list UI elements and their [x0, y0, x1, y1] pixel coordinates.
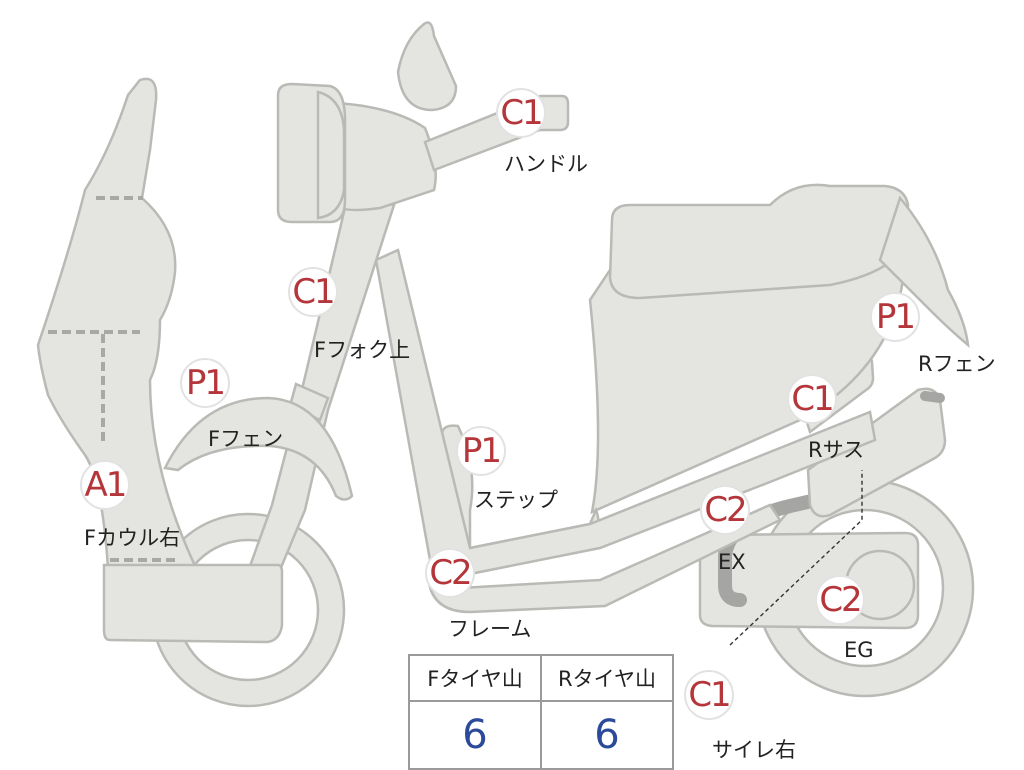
value-rear-tire: 6	[540, 700, 674, 770]
front-fork	[248, 193, 396, 572]
grade-badge-frame: C2	[425, 548, 475, 598]
label-r-suspension: Rサス	[808, 438, 865, 462]
grade-badge-f-fender: P1	[180, 358, 230, 408]
tail	[878, 195, 970, 348]
grade-badge-step: P1	[456, 426, 506, 476]
label-step: ステップ	[474, 488, 558, 512]
grade-badge-r-fender: P1	[870, 292, 920, 342]
grade-badge-handle: C1	[496, 88, 546, 138]
label-f-fork-upper: Fフォク上	[314, 338, 411, 362]
grade-badge-engine: C2	[815, 575, 865, 625]
mirror	[396, 21, 458, 112]
tire-table-value-row: 6 6	[408, 700, 674, 770]
label-r-fender: Rフェン	[918, 352, 996, 376]
tire-tread-table: Fタイヤ山 Rタイヤ山 6 6	[408, 654, 674, 770]
label-engine: EG	[844, 638, 874, 662]
front-lower-panel	[102, 563, 284, 644]
label-exhaust: EX	[718, 550, 746, 574]
muffler-tip	[920, 391, 945, 403]
grade-badge-muffler-right: C1	[684, 670, 734, 720]
label-f-cowl-right: Fカウル右	[84, 526, 181, 550]
front-fender	[163, 396, 354, 501]
seat	[608, 183, 910, 300]
headlight-rim	[316, 90, 346, 220]
header-front-tire: Fタイヤ山	[408, 654, 542, 702]
label-frame: フレーム	[448, 617, 532, 641]
label-muffler-right: サイレ右	[712, 738, 796, 762]
label-handle: ハンドル	[504, 152, 588, 176]
grade-badge-f-fork-upper: C1	[288, 267, 338, 317]
tire-table-header-row: Fタイヤ山 Rタイヤ山	[408, 654, 674, 702]
fork-clamp	[288, 382, 330, 422]
value-front-tire: 6	[408, 700, 542, 770]
grade-badge-r-suspension: C1	[787, 374, 837, 424]
muffler	[806, 387, 947, 518]
grade-badge-f-cowl-right: A1	[80, 460, 130, 510]
header-rear-tire: Rタイヤ山	[540, 654, 674, 702]
grade-badge-exhaust: C2	[700, 485, 750, 535]
label-f-fender: Fフェン	[208, 427, 284, 451]
